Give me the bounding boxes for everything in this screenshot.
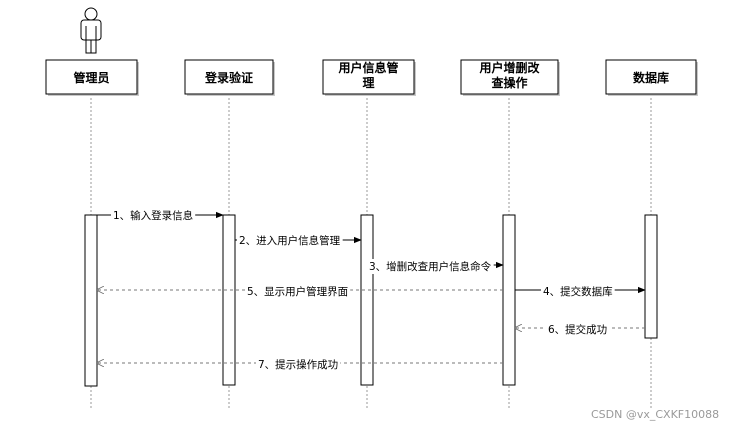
participant-box-db: [605, 59, 697, 95]
participant-label-login: 登录验证: [204, 70, 253, 85]
participant-label-usermgmt: 用户信息管: [337, 60, 398, 75]
message-label-bg-2: [237, 233, 343, 248]
watermark-text: CSDN @vx_CXKF10088: [591, 408, 719, 421]
message-label-7: 7、提示操作成功: [258, 358, 338, 371]
participant-box-usermgmt: [322, 59, 415, 95]
activation-usermgmt: [360, 214, 374, 386]
participant-label-admin: 管理员: [73, 70, 109, 85]
message-label-bg-1: [111, 208, 196, 223]
message-label-4: 5、显示用户管理界面: [247, 285, 348, 298]
participant-box-login: [184, 59, 274, 95]
message-label-6: 6、提交成功: [548, 323, 607, 336]
message-label-1: 1、输入登录信息: [113, 209, 193, 222]
participant-label-usermgmt: 理: [362, 76, 374, 90]
participant-label-crud: 用户增删改: [478, 60, 540, 75]
message-label-5: 4、提交数据库: [543, 285, 613, 298]
activation-db: [644, 214, 658, 339]
participant-box-admin: [45, 59, 138, 95]
message-label-3: 3、增删改查用户信息命令: [369, 260, 492, 273]
participant-box-crud: [460, 59, 559, 95]
activation-admin: [84, 214, 98, 387]
message-label-bg-3: [367, 259, 494, 274]
message-label-bg-5: [541, 284, 615, 299]
admin-actor-icon: [80, 7, 102, 54]
participant-label-crud: 查操作: [490, 75, 527, 90]
message-label-bg-7: [256, 357, 341, 372]
message-label-bg-6: [546, 322, 610, 337]
participant-label-db: 数据库: [633, 70, 669, 85]
message-label-2: 2、进入用户信息管理: [239, 234, 341, 247]
message-label-bg-4: [245, 284, 351, 299]
activation-crud: [502, 214, 516, 386]
activation-login: [222, 214, 236, 386]
